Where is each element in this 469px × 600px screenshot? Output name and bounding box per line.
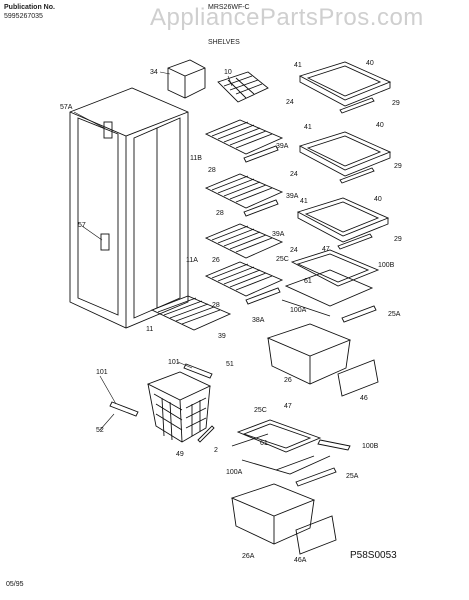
callout-29: 29 [394,163,402,170]
callout-46a: 46A [294,557,307,564]
crisper-pan [266,323,379,397]
wire-shelf-2 [204,173,284,217]
crisper-cover [281,249,380,323]
callout-57: 57 [78,222,86,229]
figure-code: P58S0053 [350,550,397,561]
callout-labels: 34 10 41 40 24 29 57A 41 40 39A 11B 28 2… [60,60,402,564]
callout-11b: 11B [190,155,202,162]
callout-26: 26 [284,377,292,384]
callout-100b: 100B [378,262,395,269]
callout-101: 101 [168,359,180,366]
callout-38a: 38A [252,317,265,324]
callout-41: 41 [304,124,312,131]
callout-29: 29 [392,100,400,107]
freezer-basket [146,371,212,443]
callout-40: 40 [376,122,384,129]
basket-rail-left [109,401,139,417]
callout-40: 40 [374,196,382,203]
callout-100a: 100A [290,307,307,314]
lower-crisper-cover [231,419,351,487]
publication-number: 5995267035 [4,13,43,20]
callout-100b: 100B [362,443,379,450]
section-title: SHELVES [208,39,240,46]
model-number: MRS26WF-C [208,4,250,11]
egg-rack [217,71,269,103]
callout-2: 2 [214,447,218,454]
callout-51: 51 [226,361,234,368]
callout-41: 41 [294,62,302,69]
callout-40: 40 [366,60,374,67]
line-art [69,59,392,555]
callout-24: 24 [290,247,298,254]
refrigerator-cabinet [69,87,189,329]
callout-25a: 25A [388,311,401,318]
watermark: AppliancePartsPros.com [150,4,424,31]
callout-24: 24 [290,171,298,178]
callout-41: 41 [300,198,308,205]
callout-52: 52 [96,427,104,434]
callout-10: 10 [224,69,232,76]
glass-shelf-3 [296,197,390,250]
glass-shelf-2 [298,131,392,184]
callout-11: 11 [146,326,153,333]
door-bin [167,59,206,99]
leader-lines [73,71,233,431]
callout-47: 47 [322,246,330,253]
callout-25c: 25C [276,256,289,263]
footer-date: 05/95 [6,581,24,588]
glass-shelf-1 [298,61,392,114]
callout-46: 46 [360,395,368,402]
callout-101: 101 [96,369,108,376]
lower-crisper-pan [230,483,337,555]
callout-39a: 39A [286,193,299,200]
basket-rail [183,363,213,379]
callout-47: 47 [284,403,292,410]
wire-shelf-4 [204,261,284,305]
callout-49: 49 [176,451,184,458]
callout-61: 61 [304,278,312,285]
publication-label: Publication No. [4,4,55,11]
wire-shelf-5 [150,295,232,331]
wire-shelf-1 [204,119,284,163]
callout-28: 28 [208,167,216,174]
callout-29: 29 [394,236,402,243]
callout-26: 26 [212,257,220,264]
pan-front-panel [337,359,379,397]
callout-61: 61 [260,440,268,447]
callout-26a: 26A [242,553,255,560]
callout-25c: 25C [254,407,267,414]
callout-39: 39 [218,333,226,340]
wire-shelf-3 [204,223,284,259]
callout-25a: 25A [346,473,359,480]
callout-39a: 39A [276,143,289,150]
lower-pan-front-panel [295,515,337,555]
callout-34: 34 [150,69,158,76]
callout-100a: 100A [226,469,243,476]
callout-57a: 57A [60,104,73,111]
callout-11a: 11A [186,257,198,264]
callout-28: 28 [212,302,220,309]
callout-39a: 39A [272,231,285,238]
callout-28: 28 [216,210,224,217]
callout-24: 24 [286,99,294,106]
